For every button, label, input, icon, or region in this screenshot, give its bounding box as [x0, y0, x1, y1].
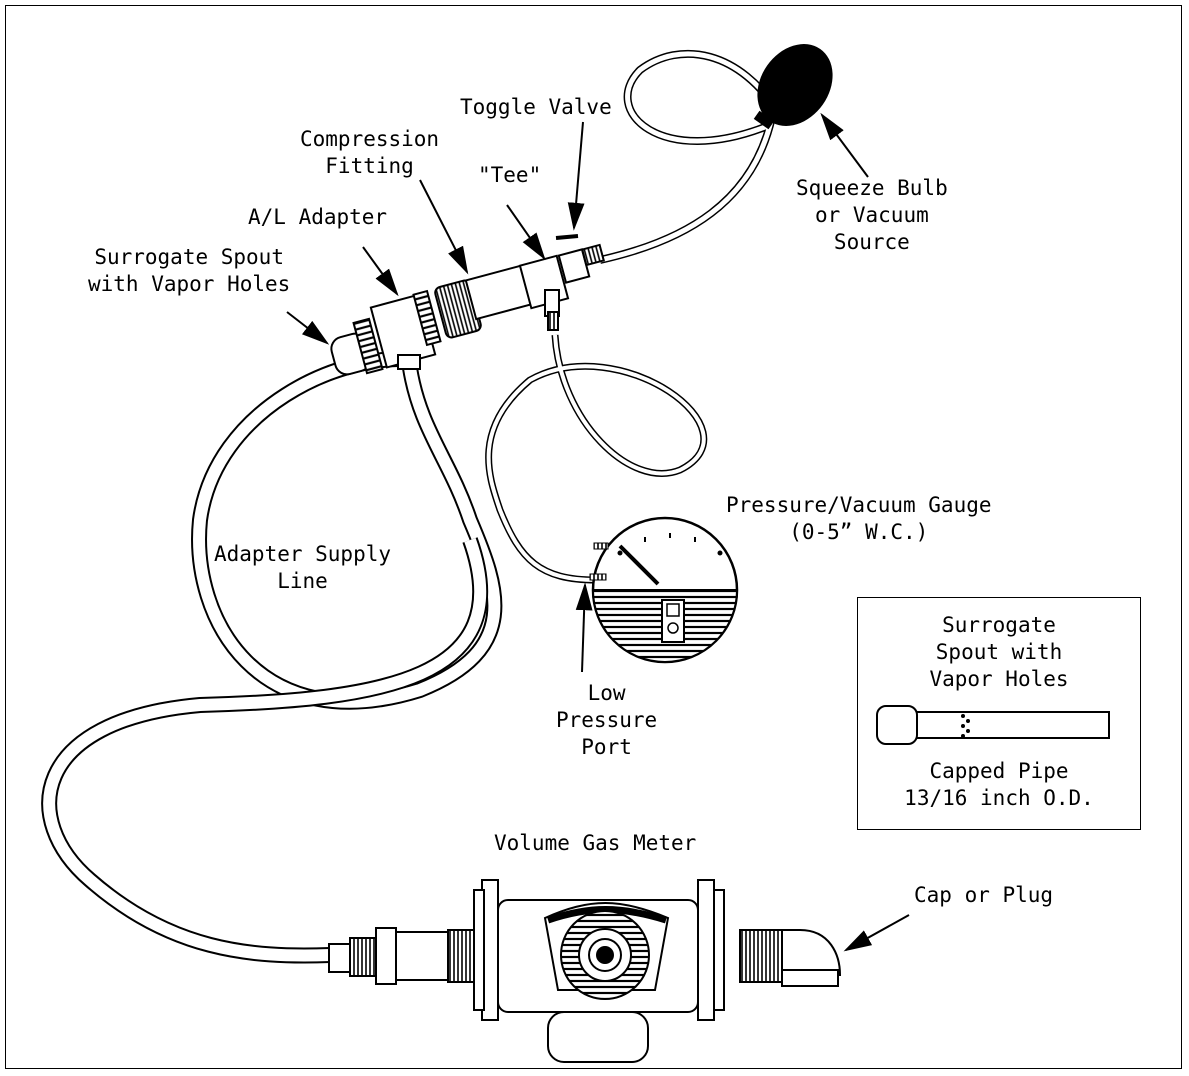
- surrogate-spout-label: Surrogate Spout with Vapor Holes: [88, 245, 291, 296]
- drawing-frame: [5, 5, 1182, 1069]
- inset-title: Surrogate Spout with Vapor Holes: [929, 613, 1069, 691]
- al-adapter-label: A/L Adapter: [248, 205, 388, 229]
- squeeze-bulb-label: Squeeze Bulb or Vacuum Source: [796, 176, 948, 254]
- low-pressure-port-label: Low Pressure Port: [556, 681, 658, 759]
- adapter-supply-line-hose: [41, 351, 503, 964]
- volume-gas-meter-label: Volume Gas Meter: [494, 831, 697, 855]
- inset-caption: Capped Pipe 13/16 inch O.D.: [904, 759, 1094, 810]
- gauge-hose: [485, 334, 708, 584]
- cap-or-plug-label: Cap or Plug: [914, 883, 1054, 907]
- squeeze-bulb: [753, 44, 833, 130]
- volume-gas-meter: [328, 879, 842, 1063]
- pressure-gauge-label: Pressure/Vacuum Gauge (0-5” W.C.): [726, 493, 992, 544]
- adapter-supply-line-label: Adapter Supply Line: [214, 542, 392, 593]
- bulb-hose: [599, 49, 784, 264]
- tee-label: "Tee": [478, 163, 542, 187]
- leader-arrows: [286, 112, 910, 952]
- toggle-valve-label: Toggle Valve: [460, 95, 612, 119]
- compression-fitting-label: Compression Fitting: [300, 127, 440, 178]
- inset-spout-drawing: [876, 705, 1110, 745]
- adapter-assembly: [330, 234, 605, 376]
- pressure-gauge: [589, 516, 739, 664]
- spout-detail-inset: [857, 597, 1141, 830]
